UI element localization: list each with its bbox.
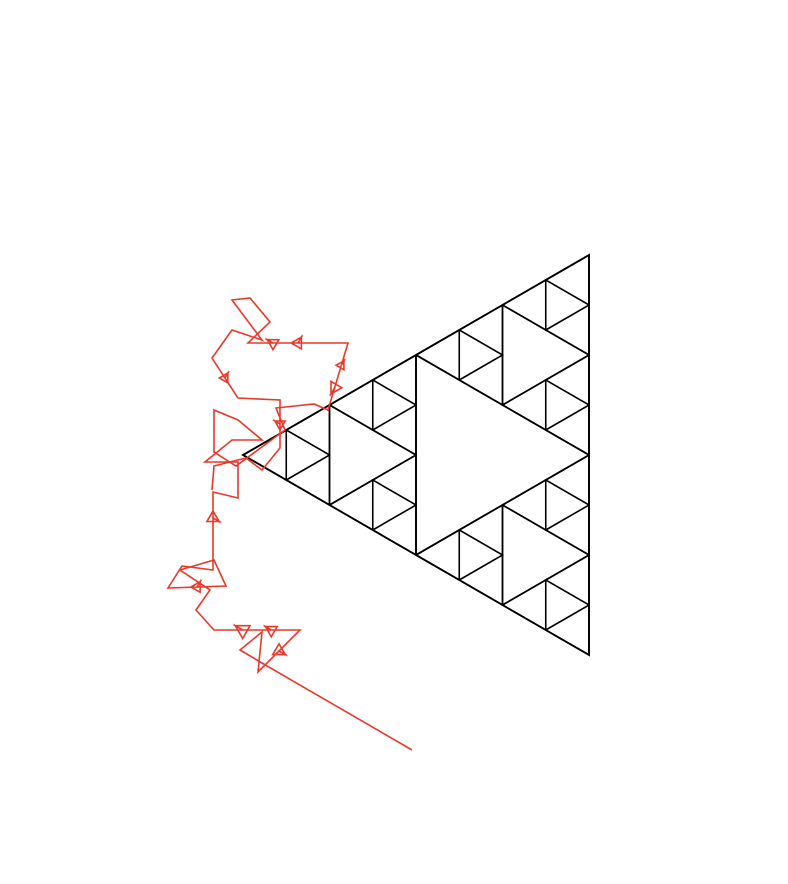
fractal-triangle-9 [371, 403, 417, 457]
fractal-triangle-24 [500, 378, 547, 432]
sierpinski-triangle [241, 253, 590, 657]
fractal-triangle-39 [544, 603, 590, 657]
fractal-triangle-12 [371, 453, 417, 507]
fractal-triangle-25 [544, 353, 590, 407]
fractal-triangle-22 [544, 303, 590, 357]
fractal-triangle-13 [371, 503, 417, 557]
fractal-triangle-16 [414, 328, 461, 382]
fractal-triangle-18 [457, 353, 504, 407]
fractal-triangle-21 [544, 253, 590, 307]
fractal-triangle-20 [500, 278, 547, 332]
fractal-triangle-8 [371, 353, 417, 407]
fractal-triangle-30 [457, 503, 504, 557]
fractal-triangle-4 [284, 403, 331, 457]
fractal-triangle-31 [457, 553, 504, 607]
fractal-triangle-35 [544, 503, 590, 557]
turtle-trail-path [166, 297, 413, 751]
fractal-triangle-26 [544, 403, 590, 457]
fractal-triangle-5 [284, 453, 331, 507]
fractal-triangle-37 [500, 578, 547, 632]
fractal-triangle-38 [544, 553, 590, 607]
fractal-triangle-33 [500, 478, 547, 532]
fractal-triangle-11 [327, 478, 374, 532]
fractal-triangle-34 [544, 453, 590, 507]
fractal-triangle-7 [327, 378, 374, 432]
fractal-triangle-29 [414, 528, 461, 582]
fractal-triangle-17 [457, 303, 504, 357]
